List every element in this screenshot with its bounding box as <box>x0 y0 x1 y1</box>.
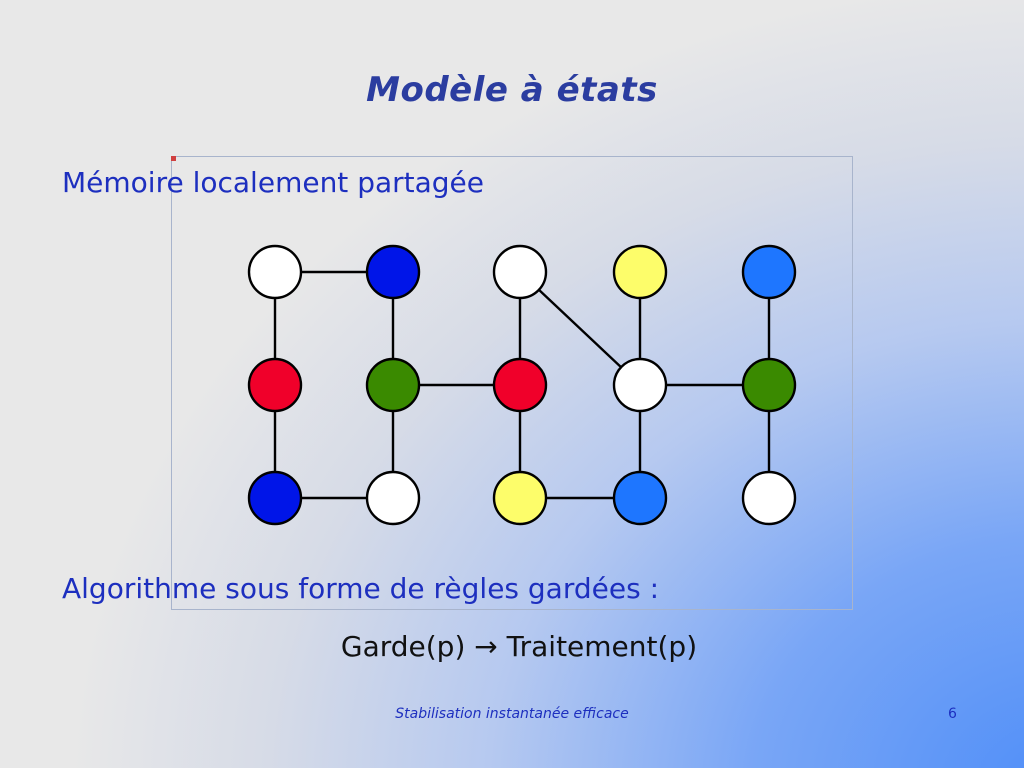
node-light_blue-r0c4 <box>741 244 797 300</box>
node-yellow-r0c3 <box>612 244 668 300</box>
node-green-r1c4 <box>741 357 797 413</box>
node-white-r0c2 <box>492 244 548 300</box>
node-white-r0c0 <box>247 244 303 300</box>
diagram-frame <box>171 156 853 610</box>
slide-title: Modèle à états <box>366 70 658 110</box>
node-green-r1c1 <box>365 357 421 413</box>
frame-corner-mark <box>171 156 176 161</box>
node-red-r1c0 <box>247 357 303 413</box>
node-white-r2c1 <box>365 470 421 526</box>
node-white-r2c4 <box>741 470 797 526</box>
heading-algorithm: Algorithme sous forme de règles gardées … <box>62 572 660 605</box>
slide-footer: Stabilisation instantanée efficace <box>395 706 629 722</box>
edge-n02-n13 <box>519 271 641 386</box>
node-white-r1c3 <box>612 357 668 413</box>
node-yellow-r2c2 <box>492 470 548 526</box>
node-blue-r0c1 <box>365 244 421 300</box>
node-light_blue-r2c3 <box>612 470 668 526</box>
node-red-r1c2 <box>492 357 548 413</box>
heading-memory: Mémoire localement partagée <box>62 166 484 199</box>
page-number: 6 <box>948 706 957 722</box>
graph-nodes <box>247 244 797 526</box>
node-blue-r2c0 <box>247 470 303 526</box>
guarded-rule: Garde(p) → Traitement(p) <box>340 630 698 663</box>
